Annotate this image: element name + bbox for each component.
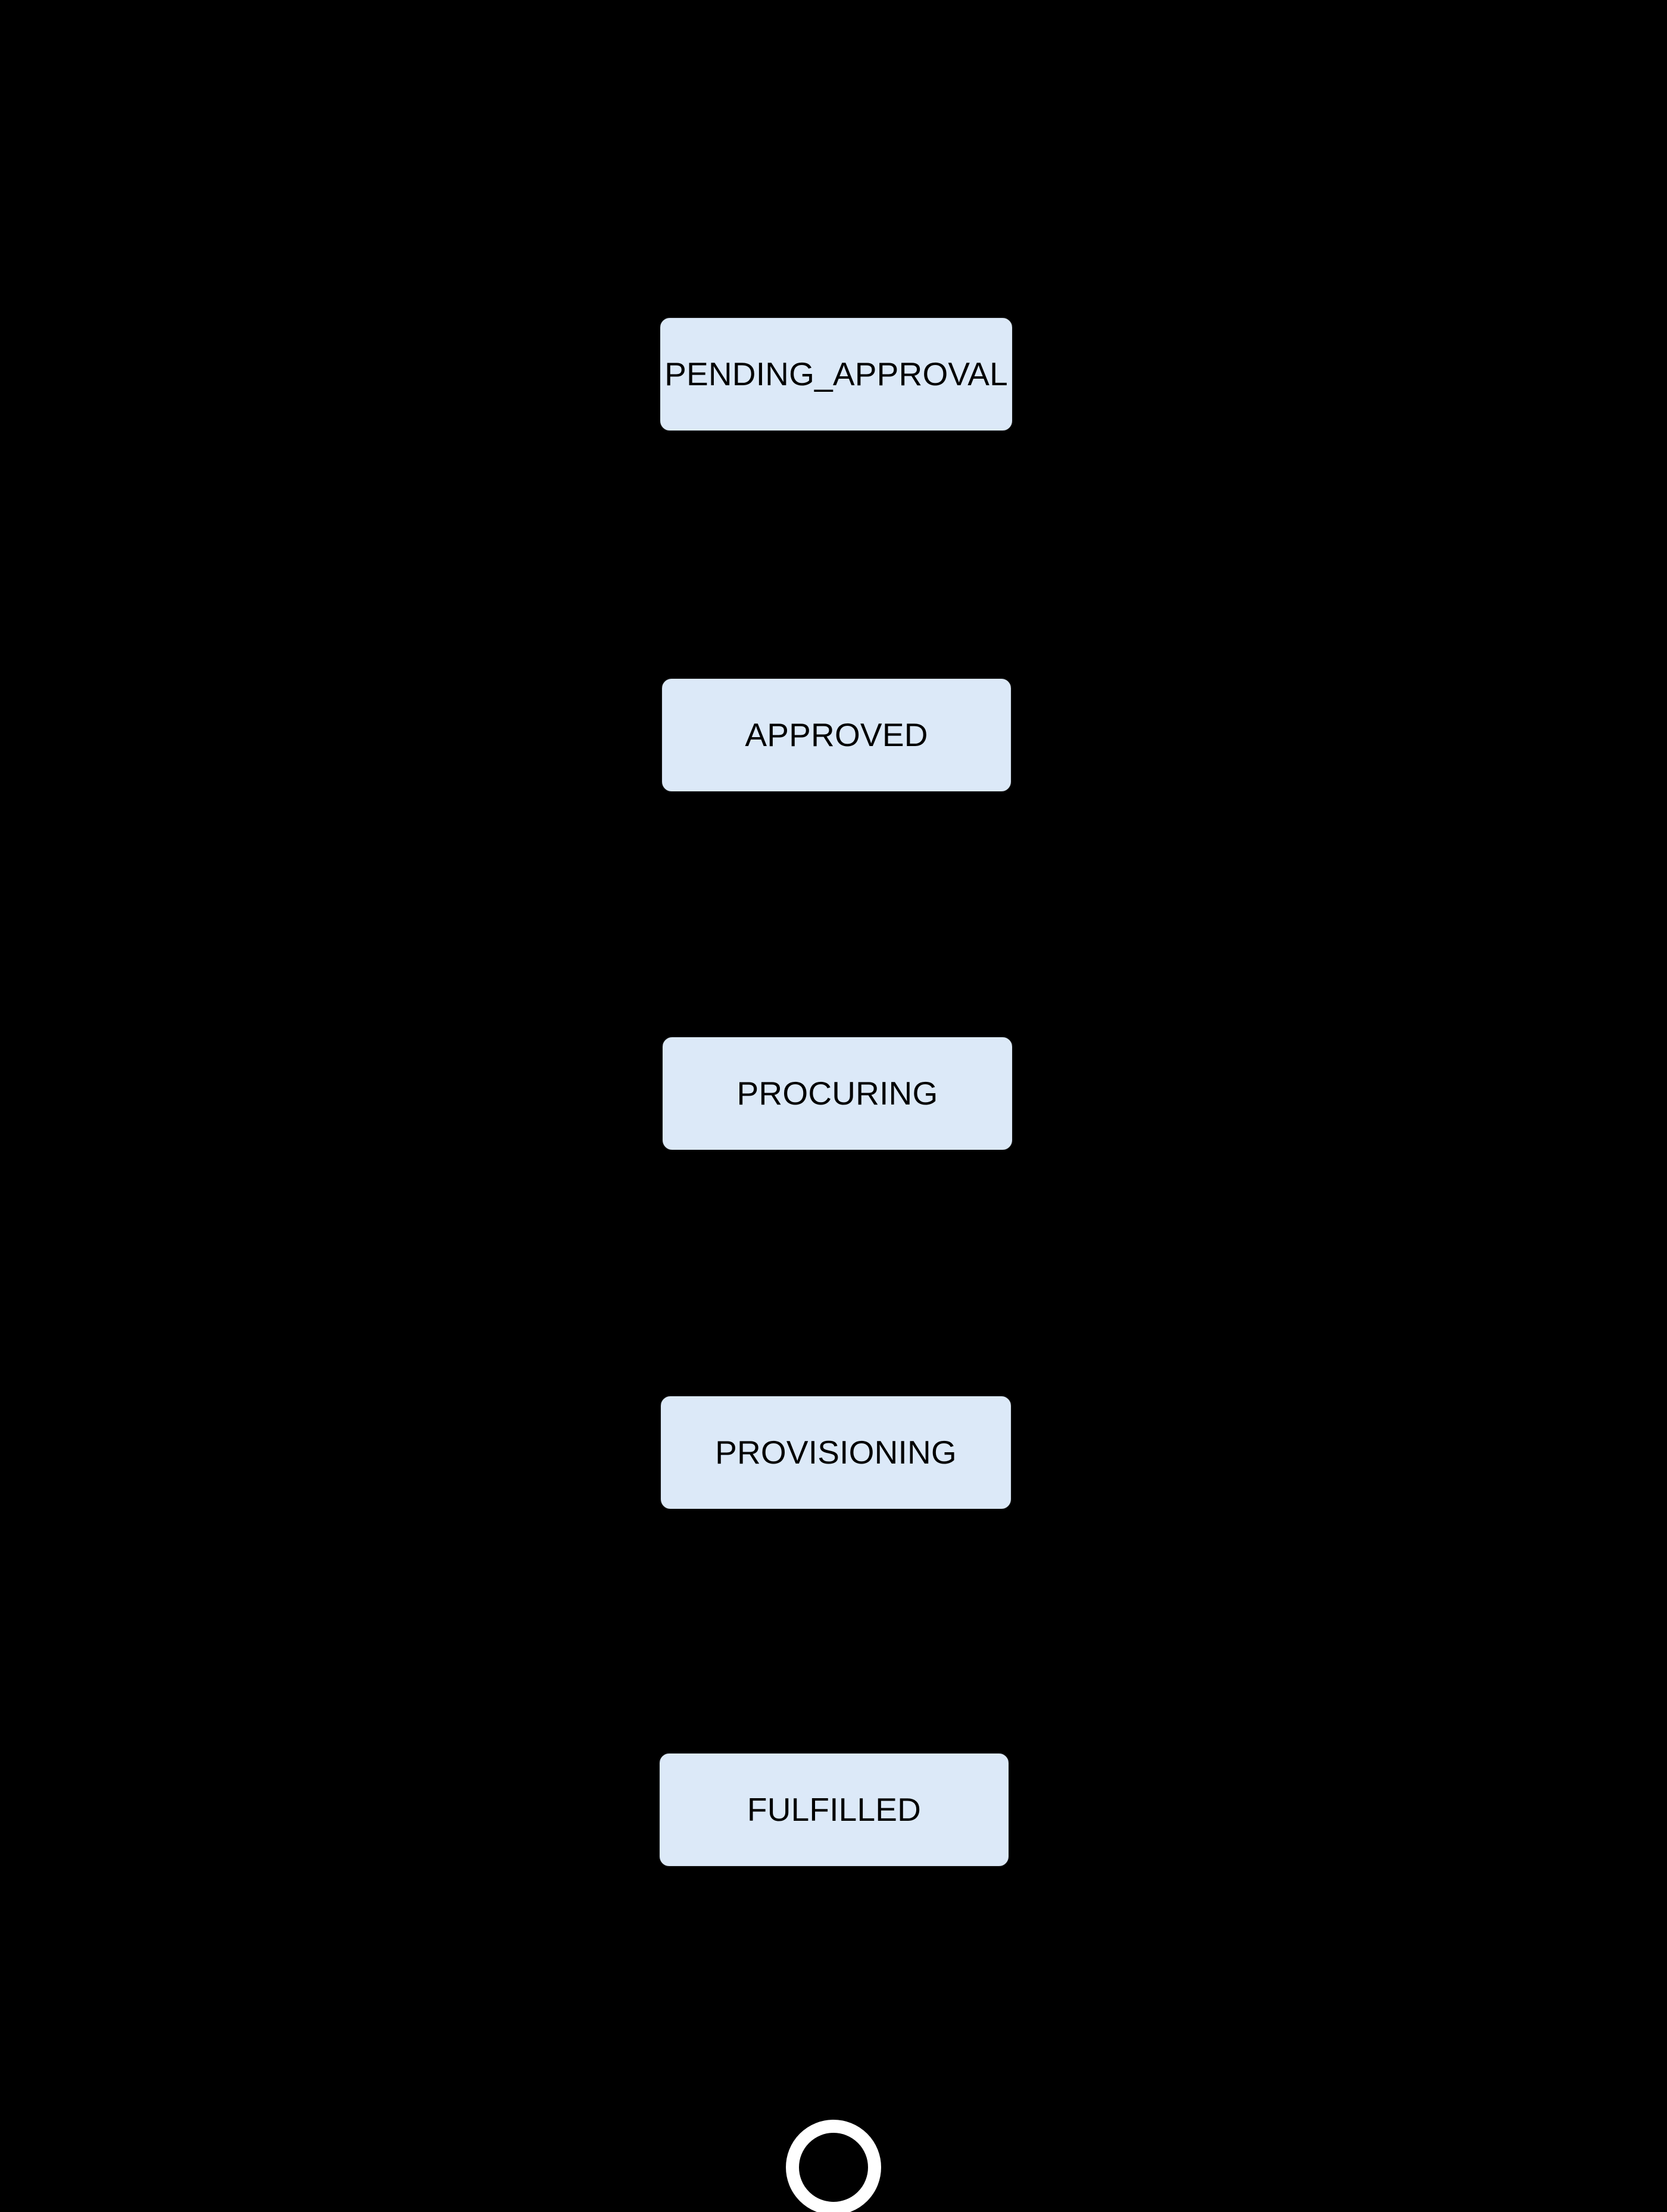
- state-node-pending-approval[interactable]: PENDING_APPROVAL: [659, 317, 1013, 432]
- state-label-procuring: PROCURING: [736, 1075, 938, 1112]
- state-label-pending-approval: PENDING_APPROVAL: [664, 355, 1008, 392]
- end-state-node[interactable]: [786, 2120, 881, 2212]
- state-node-fulfilled[interactable]: FULFILLED: [658, 1752, 1010, 1867]
- end-state-ring-icon: [786, 2120, 881, 2212]
- state-node-provisioning[interactable]: PROVISIONING: [660, 1395, 1012, 1510]
- state-label-provisioning: PROVISIONING: [715, 1434, 957, 1471]
- state-label-approved: APPROVED: [745, 716, 928, 753]
- state-node-approved[interactable]: APPROVED: [661, 678, 1012, 793]
- state-node-procuring[interactable]: PROCURING: [661, 1036, 1013, 1151]
- state-label-fulfilled: FULFILLED: [747, 1791, 922, 1828]
